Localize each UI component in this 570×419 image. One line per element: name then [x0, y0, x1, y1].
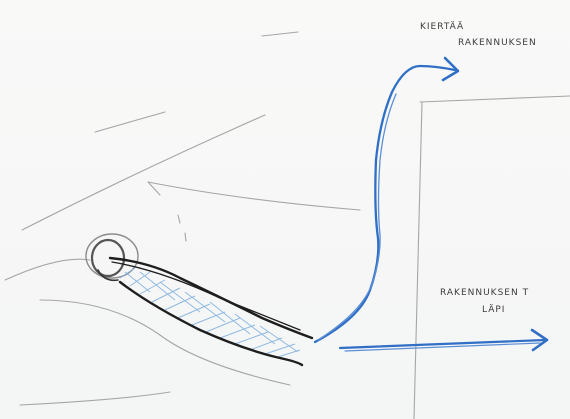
- label-right-line2: LÄPI: [482, 306, 505, 315]
- arrow-through-building[interactable]: [340, 330, 547, 351]
- duct-upper-line: [110, 258, 312, 338]
- label-top-line2: RAKENNUKSEN: [458, 39, 537, 48]
- label-top-line1: KIERTÄÄ: [420, 23, 464, 32]
- pencil-stroke: [20, 392, 170, 405]
- ground-line: [5, 259, 90, 280]
- pencil-tick: [178, 215, 186, 241]
- pencil-stroke: [95, 112, 165, 132]
- arrow-around-building[interactable]: [315, 58, 458, 342]
- blue-hatching: [120, 268, 300, 357]
- roof-edge-line: [22, 115, 265, 230]
- building-left-line: [414, 102, 422, 419]
- pencil-stroke: [262, 32, 298, 36]
- label-right-line1: RAKENNUKSEN T: [440, 289, 529, 298]
- wall-top-line: [148, 182, 360, 210]
- building-top-line: [420, 96, 570, 102]
